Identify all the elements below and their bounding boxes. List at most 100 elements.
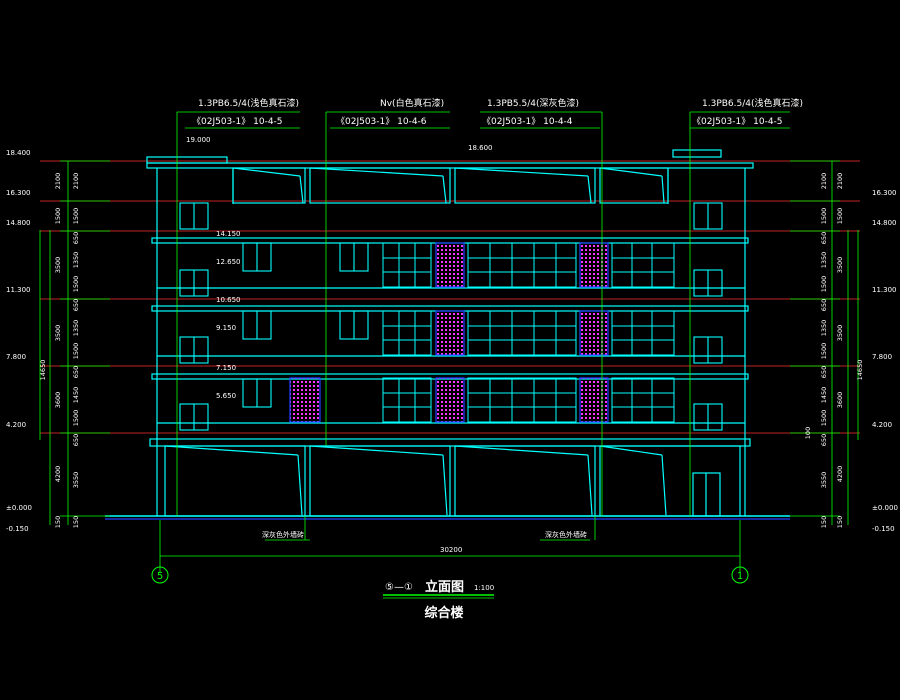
dim-label: 1500: [72, 208, 80, 225]
building-outline: [105, 149, 790, 520]
level-label: 14.800: [6, 219, 31, 227]
callout-1-line1: 1.3PB6.5/4(浅色真石漆): [198, 97, 299, 109]
overall-width-dim: 30200: [440, 546, 462, 554]
axis-label-right: 1: [737, 571, 743, 582]
level-label: 16.300: [6, 189, 31, 197]
base-annotations: 深灰色外墙砖 深灰色外墙砖 30200: [262, 530, 587, 554]
dim-label: 150: [72, 516, 80, 528]
dim-label: 2100: [836, 173, 844, 190]
base-note-right: 深灰色外墙砖: [545, 530, 587, 539]
dim-label: 1500: [820, 208, 828, 225]
dim-label: 2100: [54, 173, 62, 190]
base-note-left: 深灰色外墙砖: [262, 530, 304, 539]
level-label: 7.150: [216, 364, 236, 372]
callout-1-line2: 《02J503-1》 10-4-5: [192, 116, 283, 127]
right-level-labels: 16.300 14.800 11.300 7.800 4.200 ±0.000 …: [872, 189, 898, 533]
left-total-dim: 14650: [39, 360, 47, 381]
dim-label: 1450: [72, 387, 80, 404]
callout-leaders: [176, 111, 790, 516]
roof-levels: 19.000 18.600: [186, 136, 493, 152]
material-callouts: 1.3PB6.5/4(浅色真石漆) 《02J503-1》 10-4-5 Nv(白…: [192, 97, 803, 127]
dim-label: 3550: [820, 472, 828, 489]
axis-bubble-left: [151, 566, 169, 584]
callout-3-line2: 《02J503-1》 10-4-4: [482, 116, 573, 127]
dim-label: 1350: [820, 320, 828, 337]
dim-label: 4200: [54, 466, 62, 483]
dim-label: 1500: [54, 208, 62, 225]
callout-2-line2: 《02J503-1》 10-4-6: [336, 116, 427, 127]
level-label: 11.300: [872, 286, 897, 294]
level-label: 5.650: [216, 392, 236, 400]
level-label: ±0.000: [6, 504, 32, 512]
dim-label: 3500: [836, 325, 844, 342]
level-label: 18.400: [6, 149, 31, 157]
dim-label: 3600: [836, 392, 844, 409]
inner-level-labels: 14.150 12.650 10.650 9.150 7.150 5.650: [216, 230, 241, 400]
dim-label: 3500: [54, 325, 62, 342]
dim-label: 1500: [820, 276, 828, 293]
dim-label: 650: [72, 232, 80, 244]
level-label: -0.150: [872, 525, 895, 533]
dim-label: 650: [820, 434, 828, 446]
dim-label: 1500: [820, 343, 828, 360]
level-label: 12.650: [216, 258, 241, 266]
level-label: 7.800: [872, 353, 892, 361]
dim-label: 2100: [72, 173, 80, 190]
level-label: 16.300: [872, 189, 897, 197]
dim-label: 2100: [820, 173, 828, 190]
dim-label: 150: [836, 516, 844, 528]
dim-label: 1500: [72, 343, 80, 360]
callout-2-line1: Nv(白色真石漆): [380, 97, 444, 109]
dim-label: 1350: [820, 252, 828, 269]
dim-label: 3550: [72, 472, 80, 489]
dim-label: 650: [820, 366, 828, 378]
dim-label: 150: [820, 516, 828, 528]
dim-label: 650: [820, 232, 828, 244]
dim-label: 4200: [836, 466, 844, 483]
drawing-title: ⑤—① 立面图 1:100 综合楼: [383, 579, 494, 621]
dim-label: 650: [72, 366, 80, 378]
title-axes: ⑤—①: [385, 582, 413, 593]
level-label: -0.150: [6, 525, 29, 533]
right-dimension-text: 2100 1500 650 1350 1500 650 1350 1500 65…: [804, 173, 864, 528]
dim-label: 1350: [72, 320, 80, 337]
dim-label: 650: [820, 299, 828, 311]
subtitle: 综合楼: [424, 605, 463, 621]
side-windows: [179, 202, 723, 431]
right-total-dim: 14650: [856, 360, 864, 381]
dim-label: 1350: [72, 252, 80, 269]
level-label: ±0.000: [872, 504, 898, 512]
decorative-panels: [289, 242, 609, 423]
level-label: 7.800: [6, 353, 26, 361]
dim-label: 1500: [836, 208, 844, 225]
dim-label: 1500: [820, 410, 828, 427]
axis-markers: 5 1: [151, 566, 749, 584]
level-label: 4.200: [872, 421, 892, 429]
dim-label: 650: [72, 299, 80, 311]
level-label: 4.200: [6, 421, 26, 429]
left-level-labels: 18.400 16.300 14.800 11.300 7.800 4.200 …: [6, 149, 32, 533]
title-scale: 1:100: [474, 584, 494, 592]
dim-label: 1450: [820, 387, 828, 404]
dim-label: 650: [72, 434, 80, 446]
dim-label: 3600: [54, 392, 62, 409]
callout-4-line2: 《02J503-1》 10-4-5: [692, 116, 783, 127]
dim-label: 150: [54, 516, 62, 528]
axis-label-left: 5: [157, 571, 163, 582]
callout-4-line1: 1.3PB6.5/4(浅色真石漆): [702, 97, 803, 109]
level-label: 14.150: [216, 230, 241, 238]
level-label: 9.150: [216, 324, 236, 332]
dim-label: 1500: [72, 410, 80, 427]
dim-label: 3500: [54, 257, 62, 274]
axis-bubble-right: [731, 566, 749, 584]
title-name: 立面图: [425, 579, 464, 595]
level-label: 11.300: [6, 286, 31, 294]
large-windows: [382, 242, 675, 423]
dim-label: 3500: [836, 257, 844, 274]
left-dimension-text: 2100 1500 650 1350 1500 650 1350 1500 65…: [39, 173, 80, 528]
dim-label: 100: [804, 427, 812, 439]
level-label: 10.650: [216, 296, 241, 304]
dim-label: 1500: [72, 276, 80, 293]
dimension-lines: [39, 160, 859, 572]
